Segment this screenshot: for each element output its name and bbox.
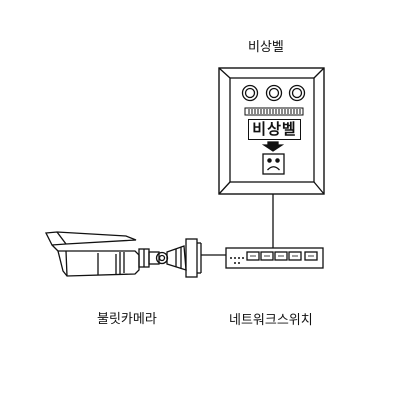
bullet-camera-label: 불릿카메라 [97, 312, 157, 327]
panel-nameplate: 비상벨 [248, 119, 301, 140]
switch-leds [230, 257, 244, 264]
panel-buttons [241, 84, 306, 102]
network-switch-label: 네트워크스위치 [229, 313, 313, 328]
emergency-bell-label: 비상벨 [248, 40, 284, 55]
network-switch [225, 247, 324, 269]
speaker-grille [244, 107, 304, 116]
arrow-down-icon [261, 141, 285, 152]
sad-face-icon [262, 153, 285, 175]
emergency-bell-panel [218, 67, 325, 195]
bullet-camera [44, 231, 202, 278]
